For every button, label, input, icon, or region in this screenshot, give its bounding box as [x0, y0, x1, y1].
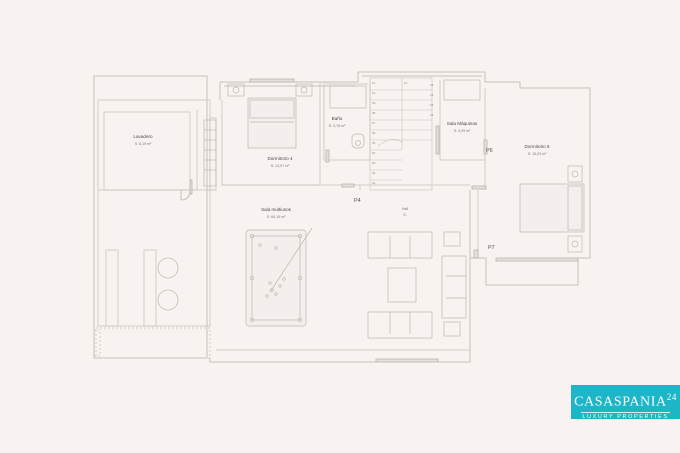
- step-number: 04: [372, 151, 376, 155]
- logo-brand: CASASPANIA24: [571, 390, 680, 410]
- casaspania-logo: CASASPANIA24 LUXURY PROPERTIES: [571, 385, 680, 420]
- step-number: 10: [372, 91, 376, 95]
- room-area-sala-maquinas: S: 4,09 m²: [454, 129, 471, 133]
- room-name-sala-maquinas: Sala Máquinas: [447, 121, 478, 126]
- step-number: 15: [430, 103, 434, 107]
- room-labels: Lavadero S: 6,19 m² Dormitorio 4 S: 13,0…: [133, 116, 550, 251]
- step-number: 12: [404, 81, 408, 85]
- logo-brand-number: 24: [666, 392, 677, 402]
- logo-brand-spania: SPANIA: [613, 394, 667, 410]
- room-area-hall: S:: [403, 213, 406, 217]
- step-number: 09: [372, 101, 376, 105]
- logo-tagline: LUXURY PROPERTIES: [582, 413, 669, 420]
- step-number: 13: [430, 83, 434, 87]
- room-name-dormitorio4: Dormitorio 4: [267, 156, 292, 161]
- furniture: [157, 79, 585, 339]
- room-name-bano: Baño: [332, 116, 343, 121]
- tag-p6: P6: [486, 148, 493, 154]
- step-number: 06: [372, 131, 376, 135]
- room-area-lavadero: S: 6,19 m²: [135, 142, 152, 146]
- step-number: 11: [372, 81, 375, 85]
- room-name-lavadero: Lavadero: [133, 134, 153, 139]
- step-number: 03: [372, 161, 376, 165]
- doors: [180, 78, 579, 363]
- stair-step-numbers: 01 02 03 04 05 06 07 08 09 10 11 12 13 1…: [372, 81, 434, 185]
- step-number: 01: [372, 181, 376, 185]
- step-number: 02: [372, 171, 376, 175]
- tag-p4: P4: [354, 198, 361, 204]
- step-number: 05: [372, 141, 376, 145]
- tag-p7: P7: [488, 245, 495, 251]
- room-name-hall: Hall: [402, 207, 408, 211]
- room-area-bano: S: 3,78 m²: [329, 124, 346, 128]
- room-name-sala-multiusos: Sala multiusos: [261, 207, 292, 212]
- step-number: 14: [430, 93, 434, 97]
- room-area-dormitorio4: S: 13,07 m²: [271, 164, 290, 168]
- room-area-sala-multiusos: S: 69,10 m²: [267, 215, 286, 219]
- step-number: 16: [430, 113, 434, 117]
- logo-divider: [581, 411, 670, 413]
- room-name-dormitorio5: Dormitorio 5: [524, 144, 549, 149]
- staircase: [369, 77, 433, 191]
- step-number: 07: [372, 121, 376, 125]
- room-area-dormitorio5: S: 15,03 m²: [528, 152, 547, 156]
- logo-brand-casa: CASA: [574, 394, 614, 410]
- step-number: 08: [372, 111, 376, 115]
